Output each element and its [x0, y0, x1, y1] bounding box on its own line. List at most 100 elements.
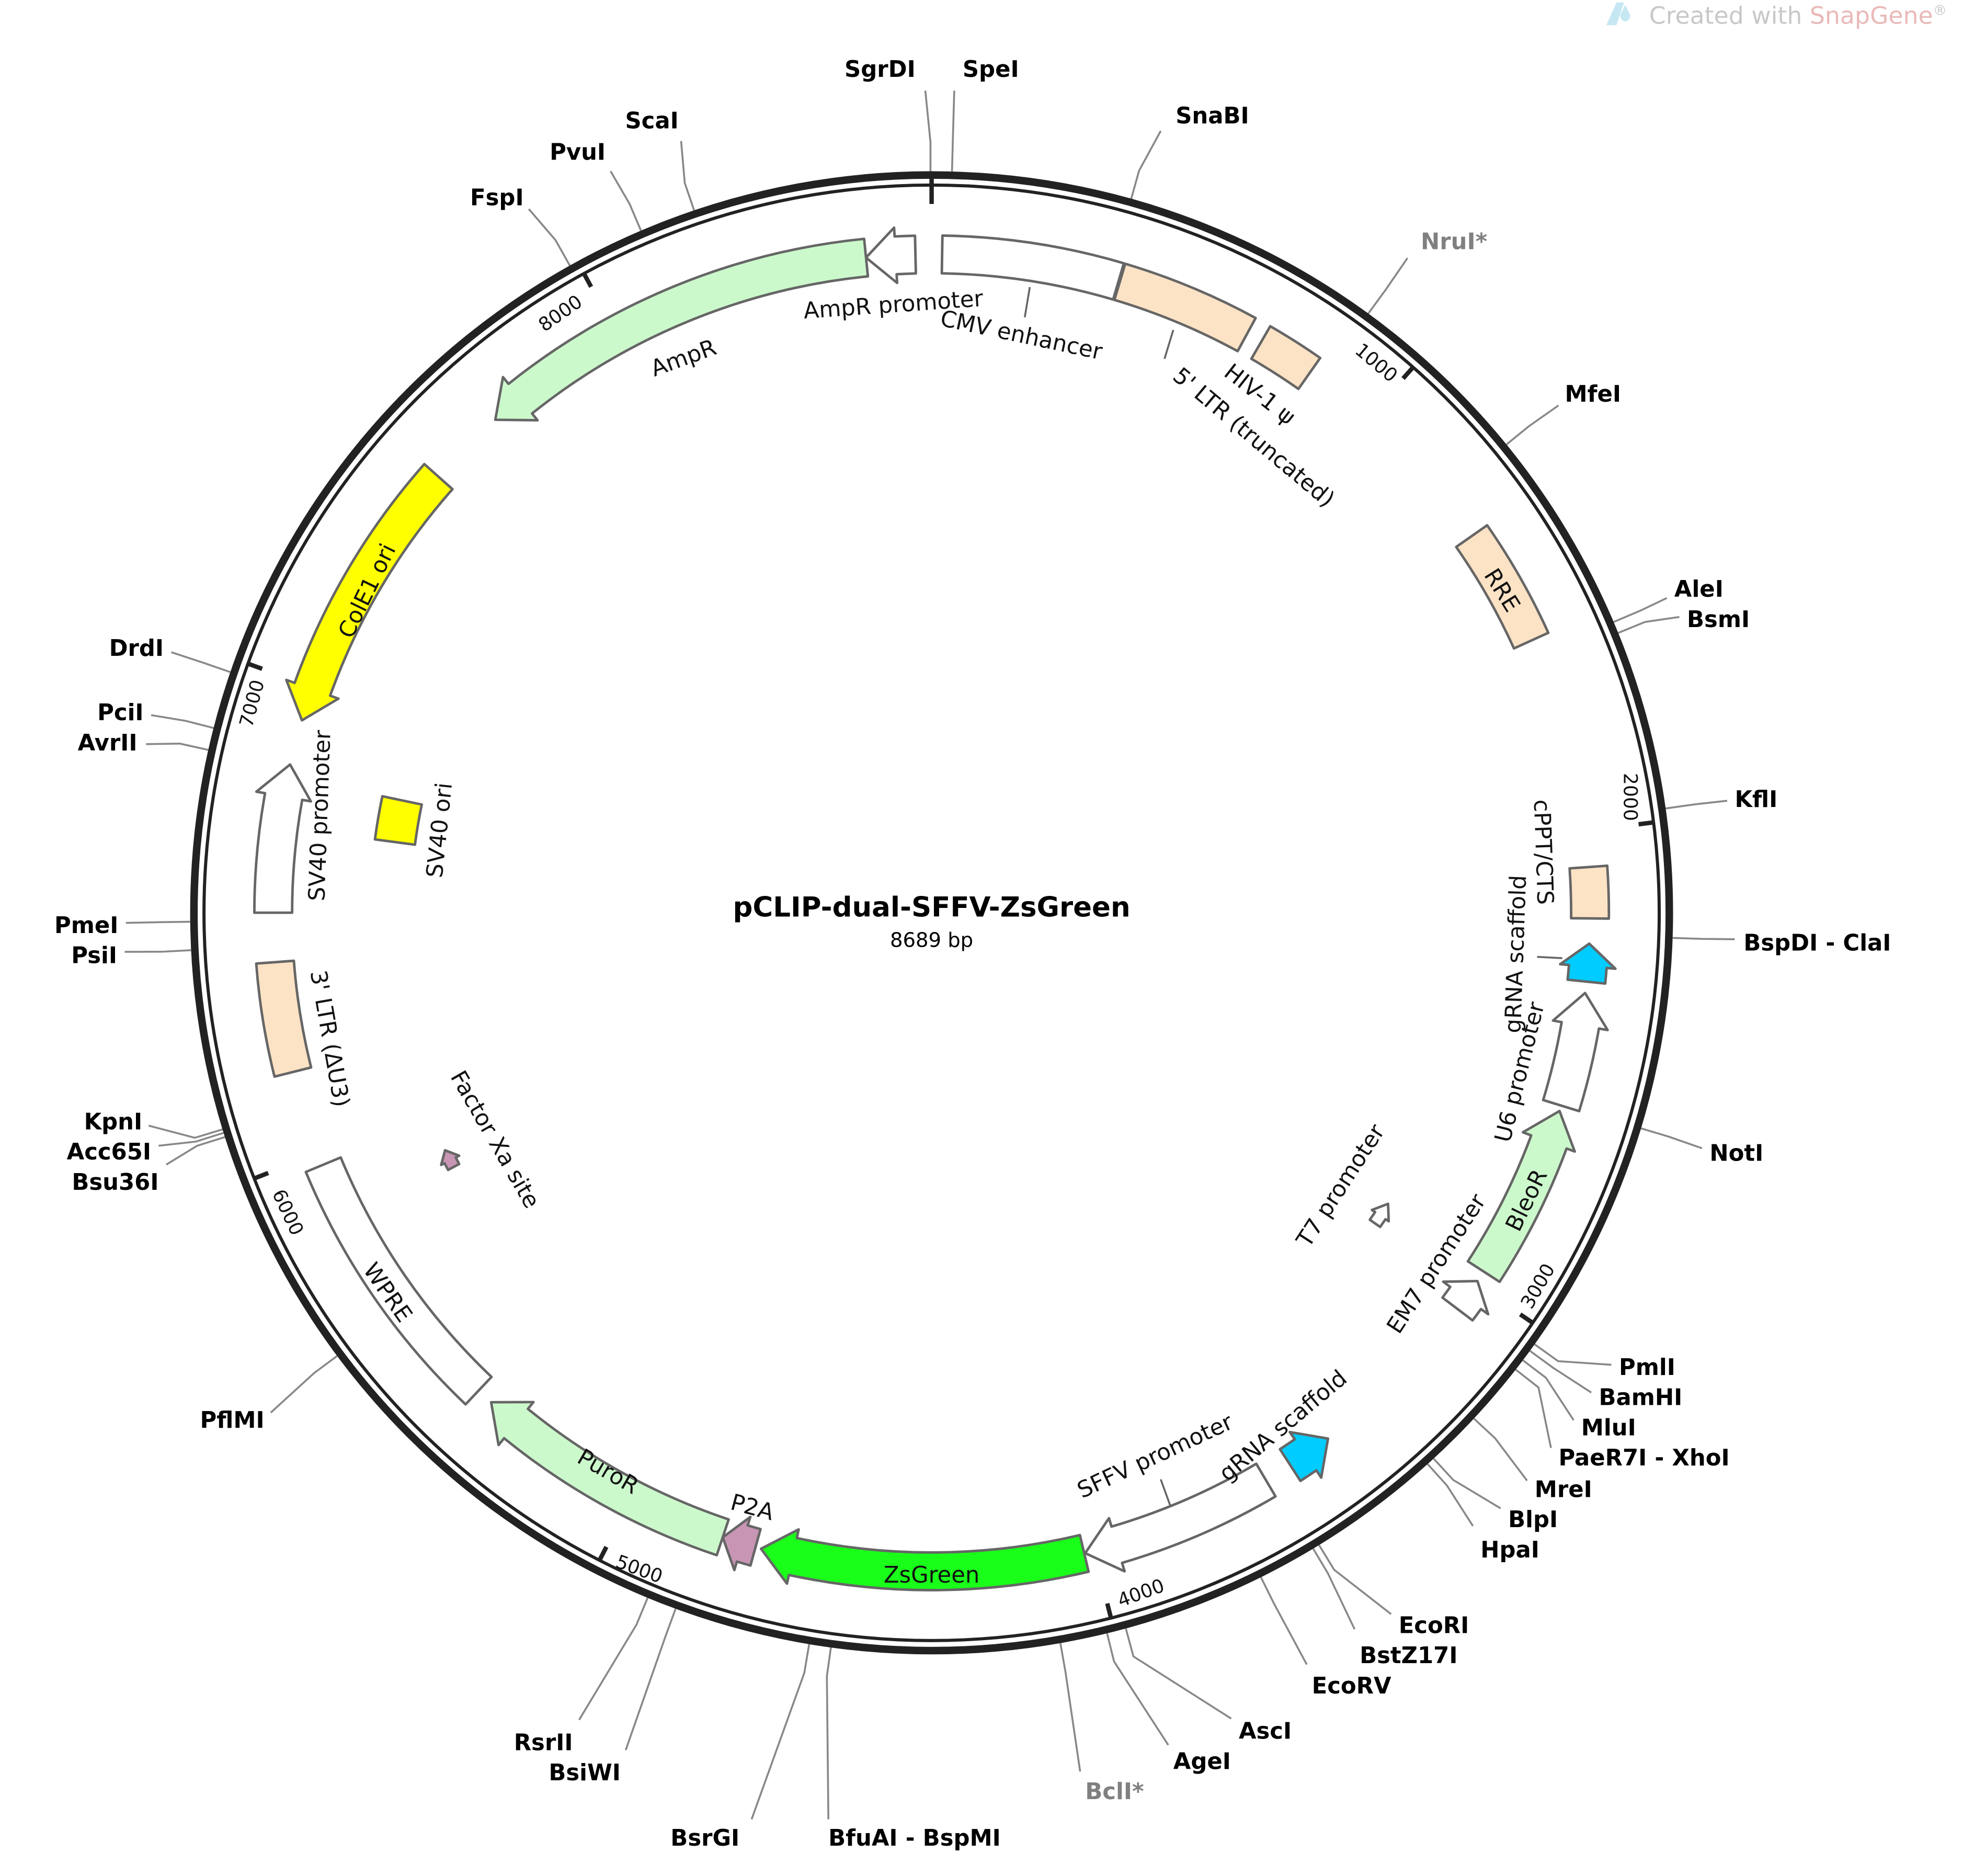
site-label[interactable]: ScaI: [625, 108, 678, 134]
restriction-site[interactable]: BstZ17I: [1312, 1548, 1457, 1669]
site-label[interactable]: AscI: [1239, 1719, 1292, 1745]
site-label[interactable]: MluI: [1581, 1415, 1636, 1441]
feature-sv40-ori[interactable]: [373, 795, 423, 846]
site-label[interactable]: SpeI: [963, 56, 1019, 83]
restriction-site[interactable]: KflI: [1665, 787, 1777, 813]
restriction-site[interactable]: NotI: [1640, 1127, 1763, 1167]
restriction-site[interactable]: MfeI: [1505, 381, 1621, 446]
restriction-site[interactable]: BlpI: [1433, 1458, 1558, 1533]
restriction-site[interactable]: KpnI: [84, 1109, 223, 1139]
feature-cole1-ori[interactable]: [285, 462, 454, 722]
restriction-site[interactable]: BsrGI: [670, 1644, 811, 1851]
site-label[interactable]: PciI: [97, 700, 143, 726]
restriction-site[interactable]: PsiI: [71, 943, 191, 969]
site-label[interactable]: SgrDI: [845, 56, 916, 83]
site-label[interactable]: PvuI: [550, 140, 606, 166]
feature-u6-promoter[interactable]: [1542, 992, 1609, 1112]
site-label[interactable]: NotI: [1709, 1141, 1763, 1167]
restriction-site[interactable]: RsrII: [514, 1597, 649, 1756]
site-label[interactable]: BsrGI: [670, 1825, 739, 1851]
site-label[interactable]: BfuAI - BspMI: [828, 1825, 1001, 1851]
site-label[interactable]: SnaBI: [1176, 103, 1249, 129]
site-label[interactable]: BclI*: [1085, 1779, 1144, 1805]
site-label[interactable]: BlpI: [1508, 1507, 1558, 1533]
restriction-site[interactable]: ScaI: [625, 108, 695, 211]
feature-grna-scaffold[interactable]: [1279, 1430, 1330, 1482]
feature-hiv-1[interactable]: [1250, 325, 1322, 391]
feature-ampr-promoter[interactable]: [864, 226, 917, 285]
site-label[interactable]: AgeI: [1173, 1748, 1231, 1775]
restriction-site[interactable]: FspI: [470, 185, 571, 266]
site-label[interactable]: MreI: [1535, 1476, 1592, 1503]
restriction-site[interactable]: BsiWI: [549, 1608, 677, 1786]
feature-wpre[interactable]: [304, 1156, 493, 1406]
feature-rre[interactable]: [1455, 524, 1550, 650]
restriction-site[interactable]: AscI: [1125, 1628, 1292, 1745]
site-label[interactable]: HpaI: [1480, 1537, 1539, 1563]
site-label[interactable]: AvrII: [78, 730, 138, 756]
site-label[interactable]: BsmI: [1687, 607, 1750, 633]
feature-grna-scaffold[interactable]: [1559, 942, 1617, 985]
restriction-site[interactable]: SpeI: [951, 56, 1019, 172]
feature-em7-promoter[interactable]: [1441, 1280, 1490, 1322]
site-label[interactable]: RsrII: [514, 1730, 573, 1756]
feature-bleor[interactable]: [1466, 1109, 1576, 1283]
restriction-site[interactable]: SnaBI: [1130, 103, 1249, 199]
restriction-site[interactable]: EcoRI: [1318, 1544, 1469, 1639]
site-label[interactable]: BspDI - ClaI: [1743, 930, 1891, 957]
restriction-site[interactable]: MreI: [1473, 1418, 1592, 1503]
restriction-site[interactable]: Bsu36I: [72, 1136, 225, 1196]
site-label[interactable]: EcoRV: [1312, 1673, 1391, 1699]
restriction-site[interactable]: PmlI: [1534, 1343, 1675, 1381]
restriction-site[interactable]: MluI: [1522, 1359, 1636, 1441]
site-label[interactable]: KflI: [1735, 787, 1777, 813]
restriction-site[interactable]: HpaI: [1427, 1463, 1539, 1563]
restriction-site[interactable]: PflMI: [200, 1355, 338, 1434]
feature-3-ltr-u3[interactable]: [255, 959, 313, 1078]
feature-factor-xa-site[interactable]: [440, 1149, 461, 1172]
restriction-site[interactable]: BfuAI - BspMI: [826, 1647, 1001, 1851]
site-label[interactable]: PaeR7I - XhoI: [1558, 1445, 1729, 1471]
site-label[interactable]: PmlI: [1619, 1355, 1675, 1381]
feature-sv40-promoter[interactable]: [253, 763, 312, 914]
feature-puror[interactable]: [489, 1401, 730, 1557]
restriction-site[interactable]: PvuI: [550, 140, 642, 231]
feature-ampr[interactable]: [494, 237, 870, 422]
restriction-site[interactable]: AleI: [1613, 576, 1724, 623]
restriction-site[interactable]: EcoRV: [1260, 1576, 1391, 1699]
site-label[interactable]: PflMI: [200, 1407, 265, 1434]
restriction-site[interactable]: SgrDI: [845, 56, 932, 172]
site-label[interactable]: MfeI: [1565, 381, 1621, 407]
site-label[interactable]: PsiI: [71, 943, 117, 969]
restriction-site[interactable]: BsmI: [1617, 607, 1750, 634]
site-label[interactable]: Acc65I: [67, 1139, 151, 1165]
restriction-site[interactable]: BspDI - ClaI: [1672, 930, 1891, 957]
feature-zsgreen[interactable]: [759, 1528, 1090, 1591]
restriction-site[interactable]: Acc65I: [67, 1132, 224, 1165]
feature-cmv-enhancer[interactable]: [940, 234, 1125, 301]
restriction-site[interactable]: DrdI: [109, 635, 231, 673]
feature-t7-promoter[interactable]: [1368, 1202, 1390, 1229]
restriction-site[interactable]: PmeI: [54, 913, 190, 939]
site-label[interactable]: BsiWI: [549, 1760, 621, 1786]
feature-cppt-cts[interactable]: [1568, 864, 1611, 920]
site-label[interactable]: FspI: [470, 185, 524, 211]
feature-p2a[interactable]: [721, 1516, 762, 1572]
restriction-site[interactable]: AgeI: [1106, 1633, 1231, 1775]
site-label[interactable]: EcoRI: [1399, 1612, 1469, 1639]
feature-5-ltr-truncated[interactable]: [1113, 262, 1257, 353]
restriction-site[interactable]: BclI*: [1059, 1643, 1144, 1805]
site-label[interactable]: DrdI: [109, 635, 164, 662]
site-label[interactable]: KpnI: [84, 1109, 143, 1135]
feature-sffv-promoter[interactable]: [1083, 1462, 1277, 1573]
restriction-site[interactable]: PaeR7I - XhoI: [1515, 1369, 1730, 1471]
restriction-site[interactable]: AvrII: [78, 730, 209, 756]
site-label[interactable]: BstZ17I: [1360, 1643, 1457, 1669]
restriction-site[interactable]: BamHI: [1529, 1350, 1682, 1411]
restriction-site[interactable]: NruI*: [1367, 229, 1488, 314]
site-label[interactable]: PmeI: [54, 913, 118, 939]
site-label[interactable]: BamHI: [1599, 1385, 1682, 1411]
site-label[interactable]: NruI*: [1421, 229, 1487, 255]
site-label[interactable]: Bsu36I: [72, 1169, 158, 1196]
site-label[interactable]: AleI: [1674, 576, 1724, 602]
